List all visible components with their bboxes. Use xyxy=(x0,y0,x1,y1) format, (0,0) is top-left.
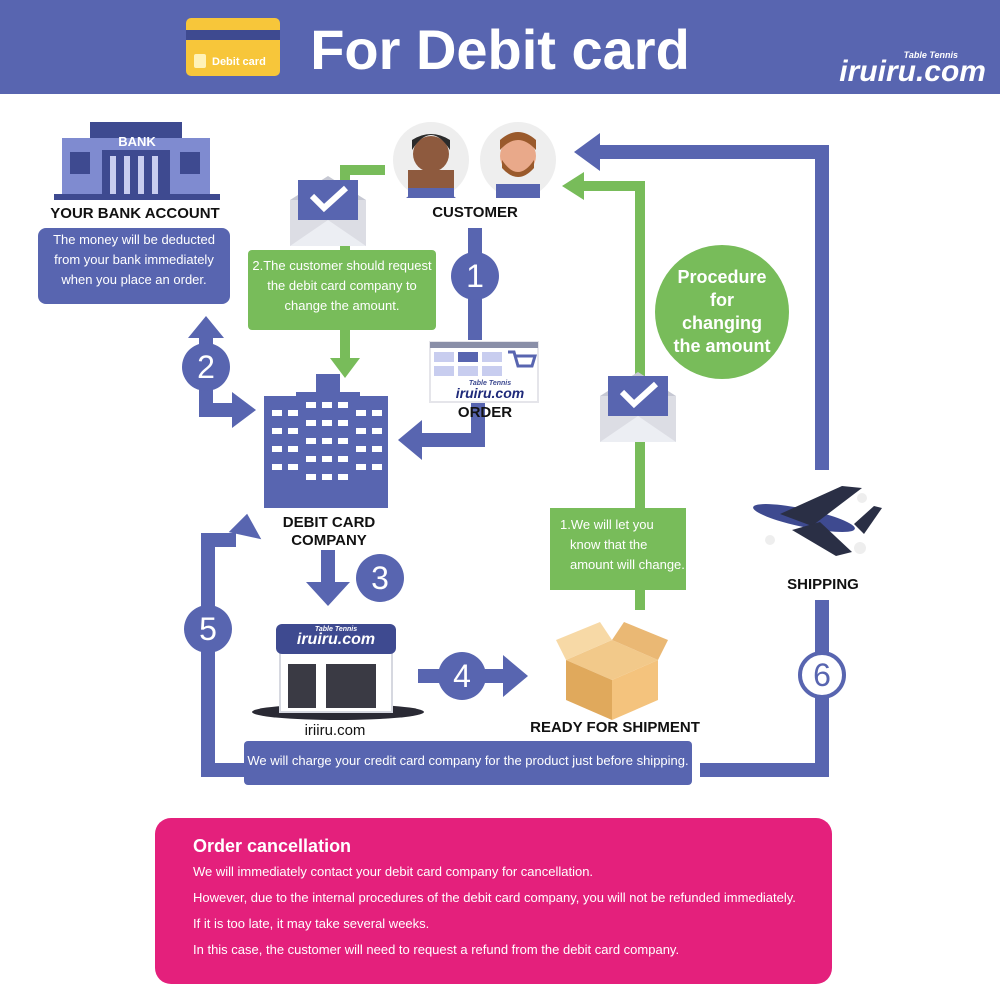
shipment-box-icon xyxy=(556,622,668,720)
page-title: For Debit card xyxy=(310,18,690,81)
let-know-note-box: 1.We will let you know that the amount w… xyxy=(550,508,686,590)
step-5-badge: 5 xyxy=(184,605,232,653)
cancellation-line-4: In this case, the customer will need to … xyxy=(193,942,680,957)
bank-note-box: The money will be deducted from your ban… xyxy=(38,228,230,304)
procedure-line-1: Procedure xyxy=(677,267,767,287)
request-note-line-1: 2.The customer should request xyxy=(252,258,432,273)
let-know-line-2: know that the xyxy=(570,537,648,552)
shipping-label: SHIPPING xyxy=(787,576,859,593)
step-6-badge: 6 xyxy=(798,651,846,699)
airplane-icon xyxy=(753,486,882,556)
step3-arrow-head xyxy=(306,582,350,606)
debit-company-building-icon xyxy=(264,374,388,508)
debit-company-label: DEBIT CARD COMPANY xyxy=(264,514,394,550)
step-2-badge: 2 xyxy=(182,343,230,391)
customer-label: CUSTOMER xyxy=(432,204,518,221)
request-note-line-2: the debit card company to xyxy=(267,278,417,293)
debit-company-line-2: COMPANY xyxy=(291,532,367,549)
customer-female-avatar xyxy=(393,122,469,198)
store-label: iriiru.com xyxy=(304,722,366,739)
customer-male-avatar xyxy=(480,122,556,198)
shipping-return-line xyxy=(598,145,829,470)
step2-arrow-up xyxy=(188,316,224,338)
procedure-line-2: for xyxy=(710,290,734,310)
cancellation-line-3: If it is too late, it may take several w… xyxy=(193,916,430,931)
let-know-line-1: 1.We will let you xyxy=(560,517,654,532)
brand-name: iruiru.com xyxy=(839,55,986,88)
envelope-notice-icon xyxy=(600,372,676,442)
request-arrow-head xyxy=(330,358,360,378)
shipping-return-arrow-head xyxy=(574,133,600,171)
procedure-line-4: the amount xyxy=(673,336,771,356)
procedure-text: Procedure for changing the amount xyxy=(655,266,789,358)
step-1-badge: 1 xyxy=(451,252,499,300)
charge-note-box: We will charge your credit card company … xyxy=(244,741,692,785)
step-4-badge: 4 xyxy=(438,652,486,700)
order-sign: Table Tennis iruiru.com xyxy=(444,380,536,401)
brand-logo: Table Tennis iruiru.com xyxy=(839,50,986,88)
store-sign: Table Tennis iruiru.com xyxy=(278,626,394,648)
debit-card-icon-label: Debit card xyxy=(212,56,266,68)
procedure-line-3: changing xyxy=(682,313,762,333)
debit-card-icon: Debit card xyxy=(186,18,280,76)
procedure-circle xyxy=(655,245,789,379)
order-to-company-line xyxy=(420,400,485,447)
let-know-line-3: amount will change. xyxy=(570,557,685,572)
bank-icon xyxy=(54,122,220,200)
debit-company-line-1: DEBIT CARD xyxy=(282,514,376,531)
brand-tagline: Table Tennis xyxy=(903,50,958,60)
order-sign-name: iruiru.com xyxy=(455,385,525,401)
envelope-request-icon xyxy=(290,176,366,246)
order-label: ORDER xyxy=(457,404,513,421)
step5-arrow-head xyxy=(228,513,262,540)
cancellation-title: Order cancellation xyxy=(193,836,352,856)
order-to-company-arrow-head xyxy=(398,420,422,460)
bank-sign: BANK xyxy=(118,134,156,149)
request-note-box: 2.The customer should request the debit … xyxy=(248,250,436,330)
building-windows xyxy=(272,402,382,480)
store-sign-name: iruiru.com xyxy=(296,631,376,648)
step4-arrow-head xyxy=(503,655,528,697)
step5-line xyxy=(201,533,245,777)
cancellation-panel: Order cancellation We will immediately c… xyxy=(155,818,832,984)
step2-arrow-right xyxy=(232,392,256,428)
cancellation-line-1: We will immediately contact your debit c… xyxy=(193,864,594,879)
let-know-arrow-head xyxy=(562,172,584,200)
step-3-badge: 3 xyxy=(356,554,404,602)
order-screen-icon xyxy=(429,341,539,403)
store-icon xyxy=(252,624,424,720)
store-sign-small: Table Tennis xyxy=(314,626,358,633)
bank-note-line-1: The money will be deducted xyxy=(53,232,215,247)
request-note-line-3: change the amount. xyxy=(284,298,400,313)
header-bar xyxy=(0,0,1000,94)
order-sign-small: Table Tennis xyxy=(468,380,512,387)
let-know-line xyxy=(582,181,645,610)
ready-label: READY FOR SHIPMENT xyxy=(530,719,700,736)
cancellation-line-2: However, due to the internal procedures … xyxy=(193,890,796,905)
bank-note-line-3: when you place an order. xyxy=(61,272,207,287)
bank-note-line-2: from your bank immediately xyxy=(54,252,214,267)
bank-account-label: YOUR BANK ACCOUNT xyxy=(50,205,220,222)
